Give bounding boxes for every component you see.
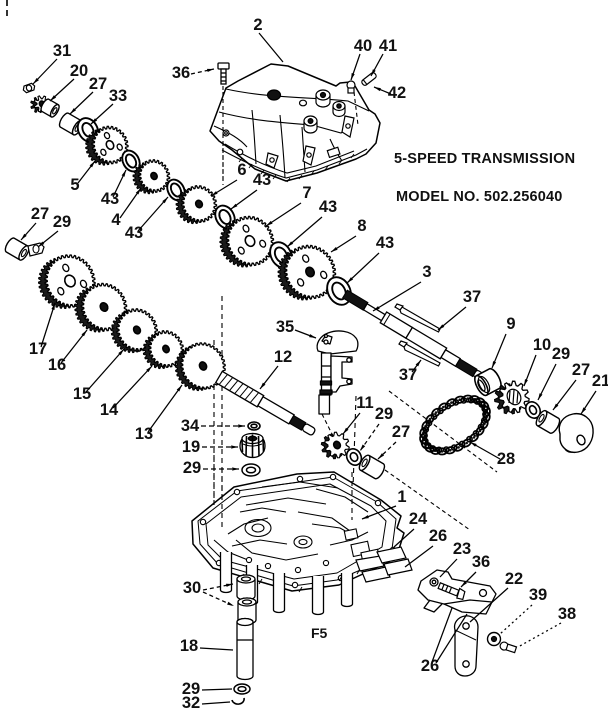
svg-text:42: 42	[388, 84, 406, 102]
svg-text:5: 5	[70, 176, 79, 194]
svg-text:31: 31	[53, 42, 71, 60]
svg-text:10: 10	[533, 336, 551, 354]
svg-text:3: 3	[422, 263, 431, 281]
svg-text:2: 2	[253, 16, 262, 34]
svg-text:35: 35	[276, 318, 294, 336]
svg-text:27: 27	[89, 75, 107, 93]
svg-text:F5: F5	[311, 625, 328, 641]
svg-text:41: 41	[379, 37, 397, 55]
svg-text:28: 28	[497, 450, 515, 468]
svg-text:17: 17	[29, 340, 47, 358]
svg-text:43: 43	[253, 171, 271, 189]
svg-text:36: 36	[472, 553, 490, 571]
svg-text:37: 37	[463, 288, 481, 306]
svg-text:32: 32	[182, 694, 200, 711]
svg-text:4: 4	[111, 211, 121, 229]
svg-text:23: 23	[453, 540, 471, 558]
svg-text:27: 27	[31, 205, 49, 223]
svg-text:18: 18	[180, 637, 198, 655]
svg-text:19: 19	[182, 438, 200, 456]
svg-text:36: 36	[172, 64, 190, 82]
svg-text:8: 8	[357, 217, 366, 235]
svg-text:34: 34	[181, 417, 200, 435]
svg-text:6: 6	[237, 161, 246, 179]
svg-text:14: 14	[100, 401, 119, 419]
svg-text:29: 29	[183, 459, 201, 477]
svg-text:16: 16	[48, 356, 66, 374]
svg-text:29: 29	[53, 213, 71, 231]
svg-text:43: 43	[376, 234, 394, 252]
svg-text:26: 26	[429, 527, 447, 545]
svg-text:MODEL NO. 502.256040: MODEL NO. 502.256040	[396, 189, 563, 205]
svg-text:29: 29	[182, 680, 200, 698]
svg-text:43: 43	[101, 190, 119, 208]
svg-text:29: 29	[375, 405, 393, 423]
svg-text:27: 27	[572, 361, 590, 379]
svg-text:12: 12	[274, 348, 292, 366]
svg-text:22: 22	[505, 570, 523, 588]
svg-text:1: 1	[397, 488, 406, 506]
svg-text:26: 26	[421, 657, 439, 675]
svg-text:20: 20	[70, 62, 88, 80]
svg-text:7: 7	[302, 184, 311, 202]
svg-text:43: 43	[125, 224, 143, 242]
svg-text:9: 9	[506, 315, 515, 333]
svg-text:43: 43	[319, 198, 337, 216]
svg-text:13: 13	[135, 425, 153, 443]
svg-text:27: 27	[392, 423, 410, 441]
svg-text:33: 33	[109, 87, 127, 105]
svg-text:29: 29	[552, 345, 570, 363]
svg-text:11: 11	[356, 394, 373, 412]
svg-text:30: 30	[183, 579, 201, 597]
svg-text:21: 21	[592, 372, 608, 390]
svg-text:39: 39	[529, 586, 547, 604]
svg-text:40: 40	[354, 37, 372, 55]
svg-text:38: 38	[558, 605, 576, 623]
svg-text:15: 15	[73, 385, 91, 403]
svg-text:24: 24	[409, 510, 428, 528]
svg-text:5-SPEED TRANSMISSION: 5-SPEED TRANSMISSION	[394, 151, 575, 167]
